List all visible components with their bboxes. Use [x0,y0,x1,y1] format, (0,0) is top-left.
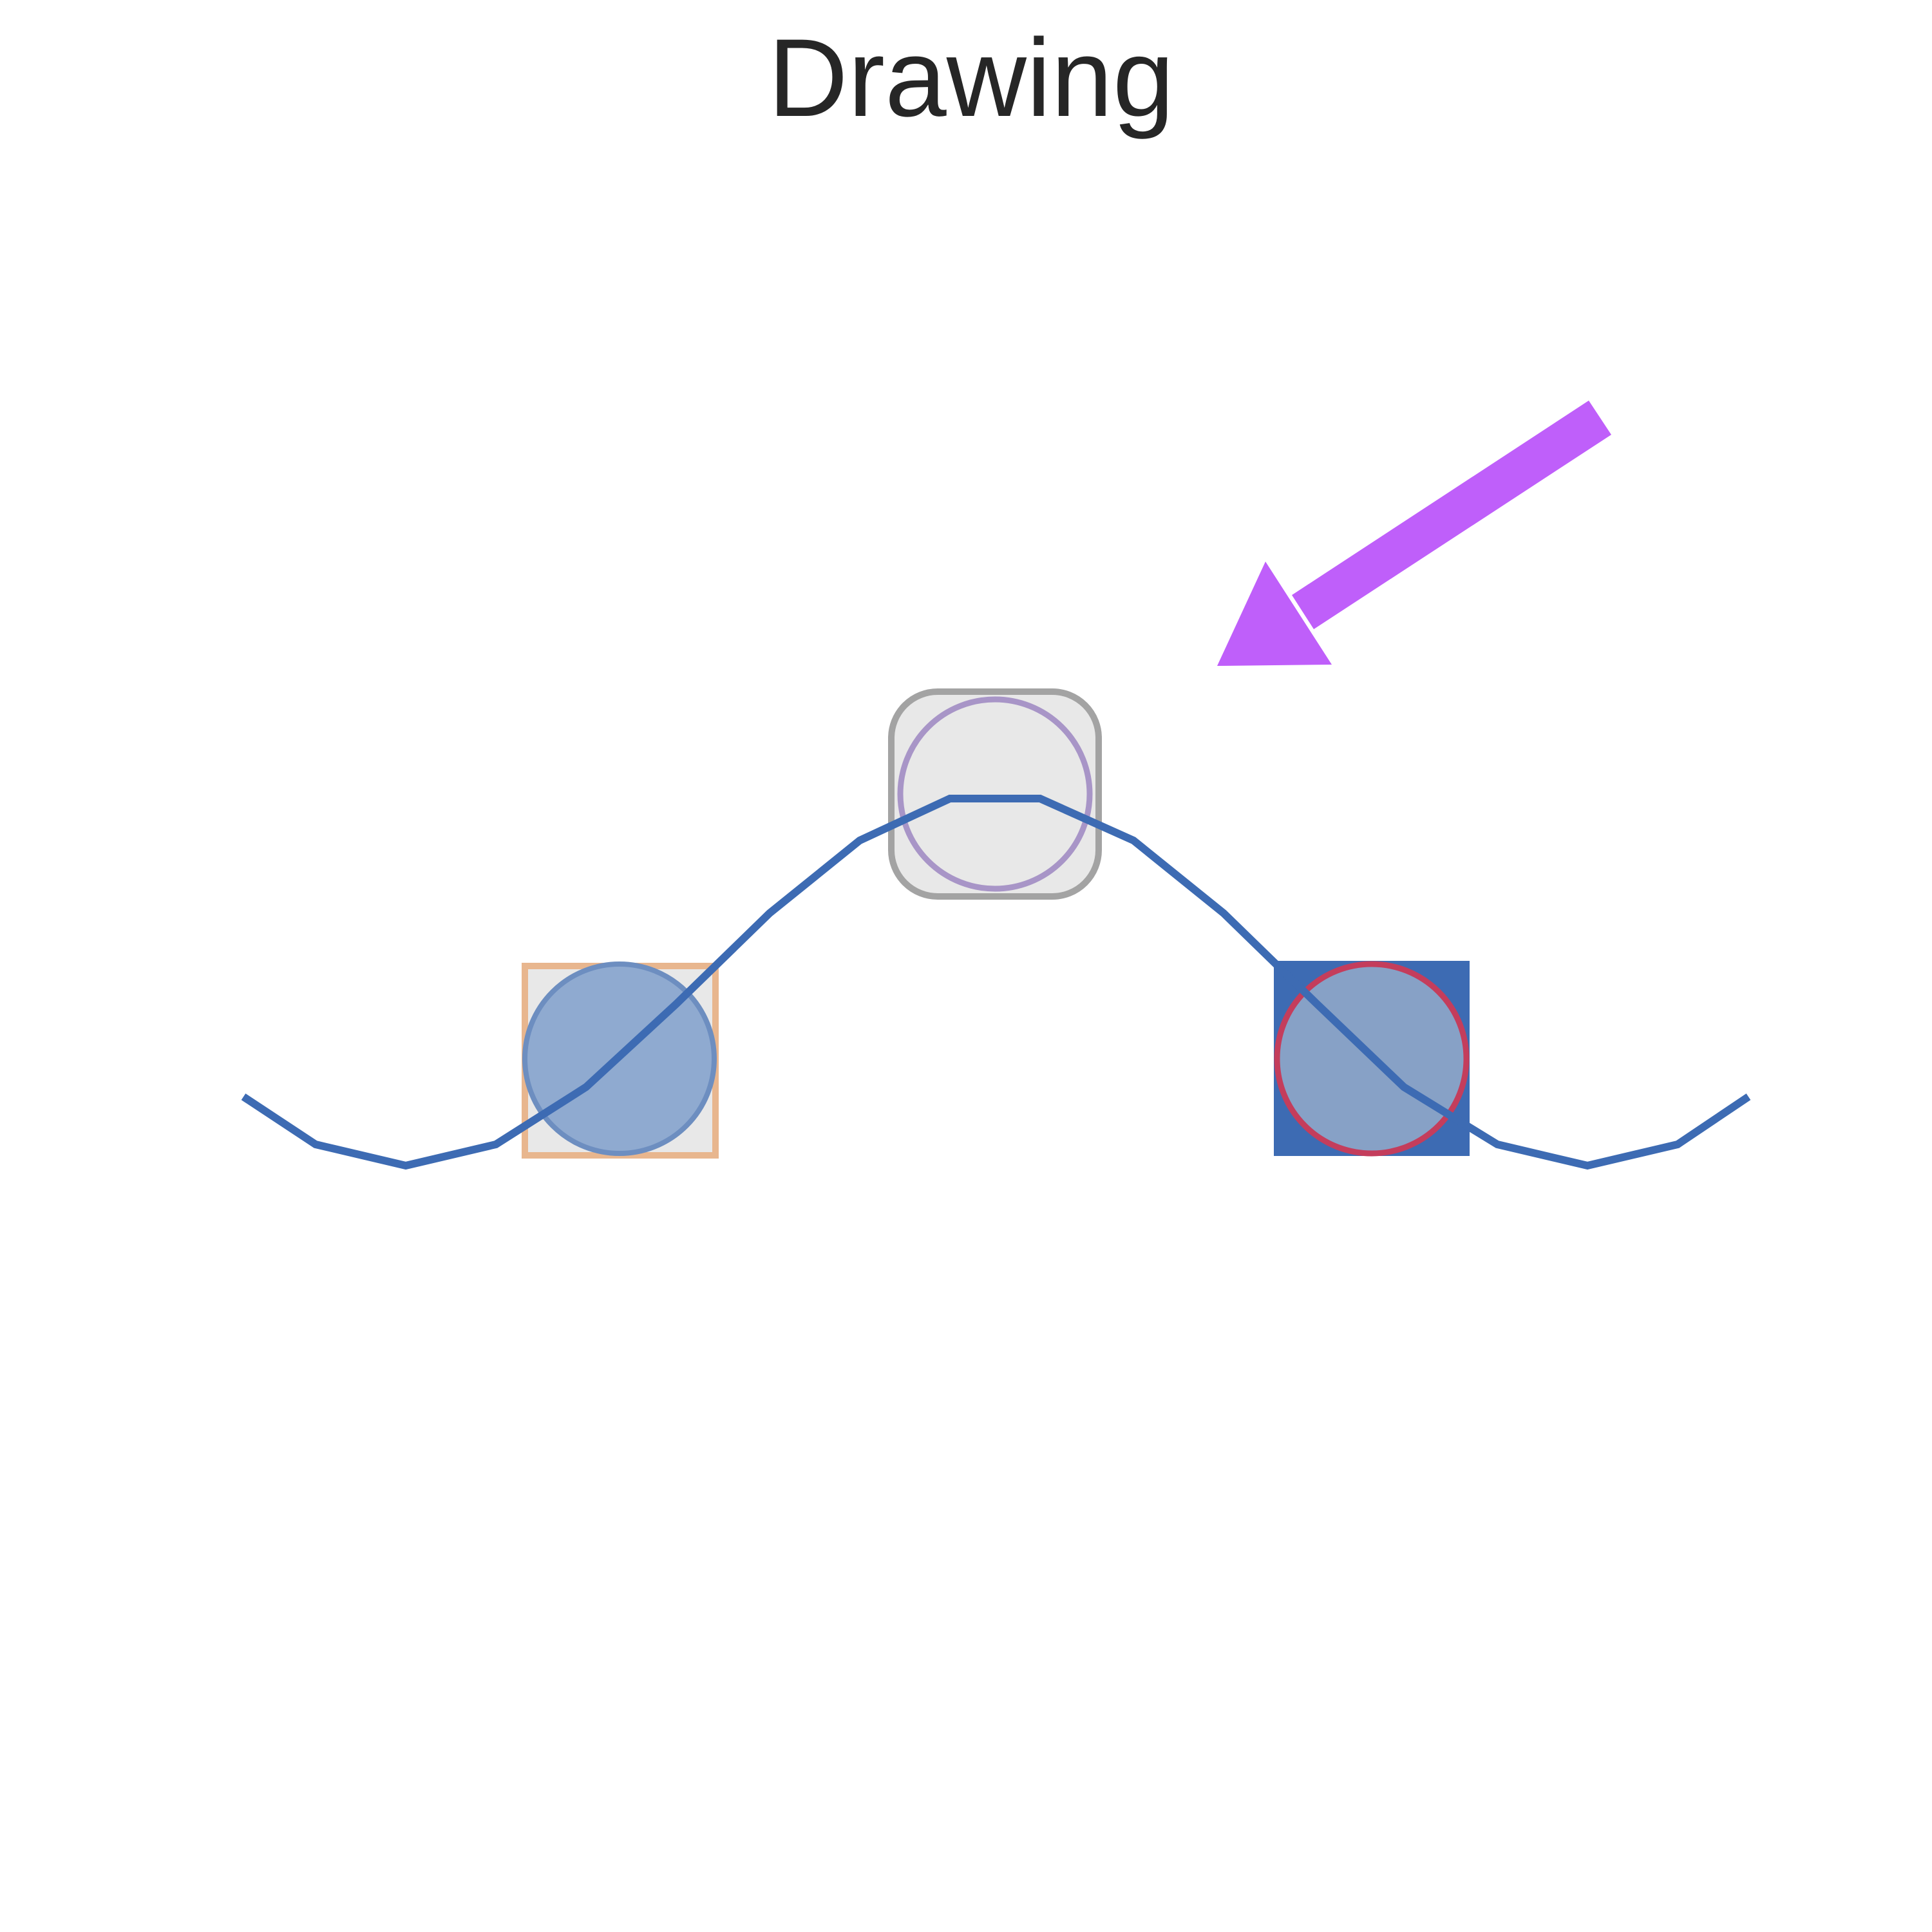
middle-circle [897,696,1093,892]
curve-line [241,795,1751,1170]
arrow-head [1217,562,1332,666]
arrow-shaft [1292,401,1611,629]
middle-box [888,688,1102,900]
drawing-title: Drawing [768,16,1175,140]
arrow-icon [1217,401,1611,666]
